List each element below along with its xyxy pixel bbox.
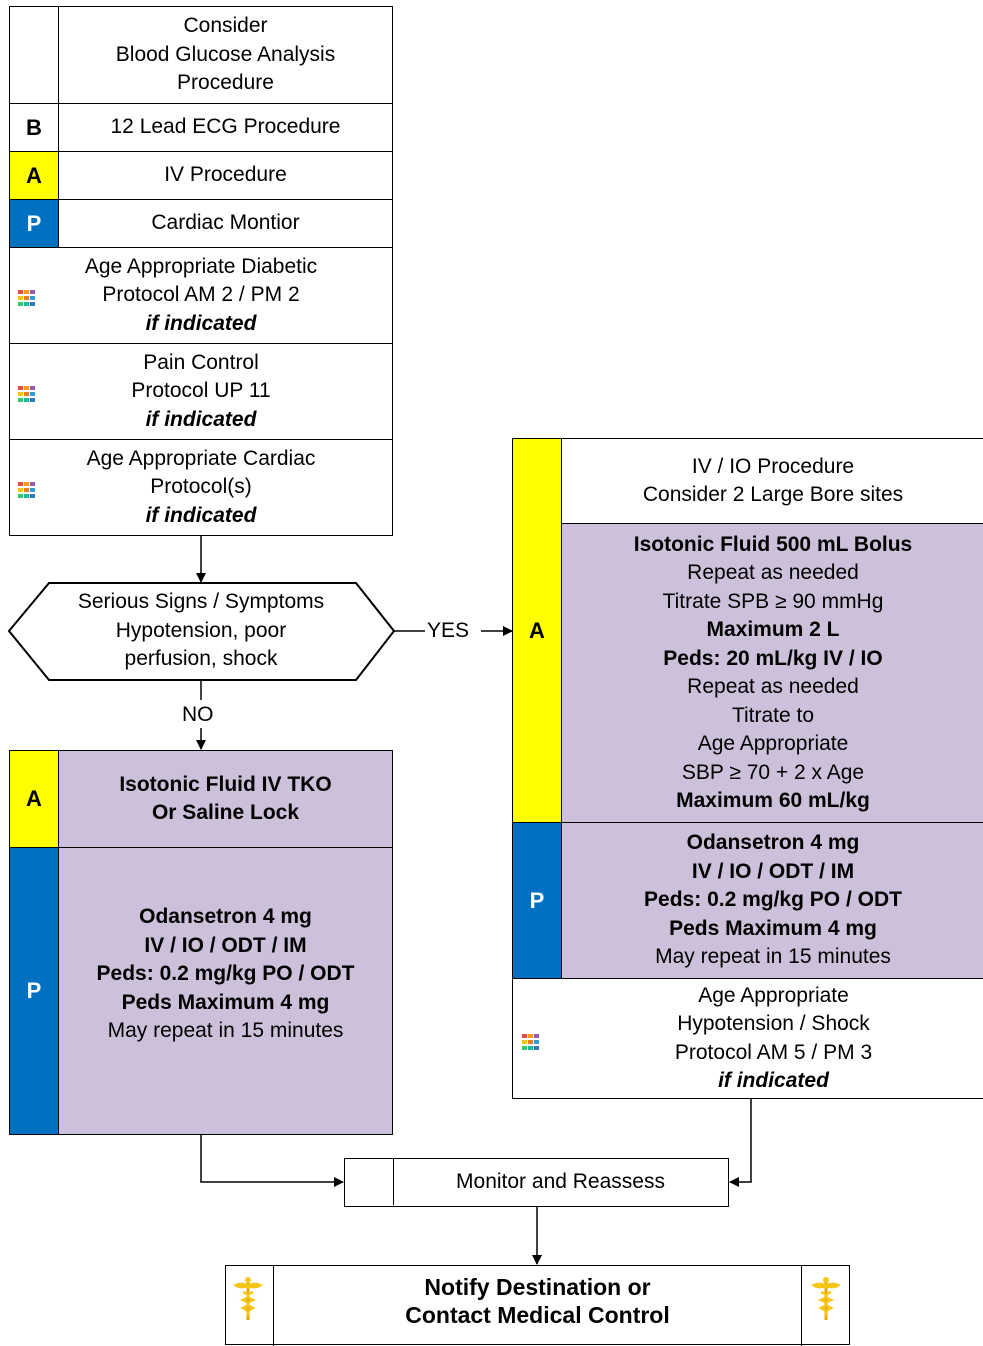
notify-text: Notify Destination or Contact Medical Co… bbox=[274, 1268, 801, 1334]
protocol-grid-icon bbox=[522, 1034, 539, 1050]
bolus-line-6: Repeat as needed bbox=[687, 675, 859, 698]
glucose-line-2: Blood Glucose Analysis bbox=[115, 42, 336, 66]
pain-line-1: Pain Control bbox=[143, 350, 259, 374]
protocol-grid-icon bbox=[18, 290, 35, 306]
pain-protocol[interactable]: Pain Control Protocol UP 11 if indicated bbox=[10, 344, 392, 439]
yes-label: YES bbox=[427, 619, 470, 643]
cardiac-line-1: Age Appropriate Cardiac bbox=[86, 446, 316, 470]
bolus-line-5: Peds: 20 mL/kg IV / IO bbox=[663, 646, 883, 670]
med-line-3: Peds: 0.2 mg/kg PO / ODT bbox=[644, 888, 902, 912]
pain-line-2: Protocol UP 11 bbox=[131, 379, 271, 403]
monitor-label: Cardiac Montior bbox=[151, 211, 300, 235]
decision-text: Serious Signs / Symptoms Hypotension, po… bbox=[40, 588, 362, 674]
level-a-badge: A bbox=[10, 152, 58, 199]
glucose-procedure: Consider Blood Glucose Analysis Procedur… bbox=[58, 7, 392, 103]
level-a-badge: A bbox=[10, 751, 58, 847]
bolus-line-1: Isotonic Fluid 500 mL Bolus bbox=[633, 532, 913, 556]
reassess-box: Monitor and Reassess bbox=[344, 1158, 729, 1207]
med-line-1: Odansetron 4 mg bbox=[686, 831, 860, 855]
shock-protocol[interactable]: Age Appropriate Hypotension / Shock Prot… bbox=[513, 979, 983, 1098]
protocol-grid-icon bbox=[18, 482, 35, 498]
med-line-4: Peds Maximum 4 mg bbox=[121, 990, 330, 1014]
med-line-3: Peds: 0.2 mg/kg PO / ODT bbox=[96, 962, 355, 985]
cardiac-note: if indicated bbox=[145, 503, 257, 527]
caduceus-icon bbox=[811, 1277, 841, 1320]
bolus-line-8: Age Appropriate bbox=[697, 732, 849, 755]
reassess-label: Monitor and Reassess bbox=[393, 1159, 727, 1205]
ecg-label: 12 Lead ECG Procedure bbox=[110, 115, 341, 139]
bolus-line-9: SBP ≥ 70 + 2 x Age bbox=[681, 760, 865, 784]
ecg-procedure: 12 Lead ECG Procedure bbox=[58, 104, 392, 151]
med-line-1: Odansetron 4 mg bbox=[139, 905, 312, 928]
shock-note: if indicated bbox=[718, 1069, 829, 1092]
med-line-2: IV / IO / ODT / IM bbox=[144, 933, 307, 957]
diabetic-line-2: Protocol AM 2 / PM 2 bbox=[102, 283, 300, 307]
bolus-line-3: Titrate SPB ≥ 90 mmHg bbox=[662, 589, 884, 613]
glucose-line-1: Consider bbox=[183, 14, 268, 38]
yes-branch-box: A IV / IO Procedure Consider 2 Large Bor… bbox=[512, 438, 983, 1099]
no-branch-odansetron: Odansetron 4 mg IV / IO / ODT / IM Peds:… bbox=[58, 848, 392, 1134]
reassess-text: Monitor and Reassess bbox=[456, 1169, 665, 1193]
level-p-badge: P bbox=[10, 200, 58, 247]
decision-shape bbox=[7, 582, 396, 681]
bolus-line-7: Titrate to bbox=[731, 703, 815, 727]
ivio-line-2: Consider 2 Large Bore sites bbox=[642, 483, 904, 506]
notify-line-1: Notify Destination or bbox=[424, 1273, 651, 1300]
arrow-no-to-reassess bbox=[200, 1135, 344, 1187]
notify-line-2: Contact Medical Control bbox=[405, 1302, 670, 1328]
level-a-badge: A bbox=[513, 439, 561, 822]
no-label: NO bbox=[182, 703, 214, 727]
yes-branch-fluid: Isotonic Fluid 500 mL Bolus Repeat as ne… bbox=[561, 524, 983, 822]
ivio-procedure: IV / IO Procedure Consider 2 Large Bore … bbox=[561, 439, 983, 523]
med-line-5: May repeat in 15 minutes bbox=[655, 945, 891, 969]
yes-branch-odansetron: Odansetron 4 mg IV / IO / ODT / IM Peds:… bbox=[561, 823, 983, 978]
diabetic-note: if indicated bbox=[145, 311, 257, 335]
no-branch-box: A Isotonic Fluid IV TKO Or Saline Lock P… bbox=[9, 750, 393, 1135]
level-p-badge: P bbox=[10, 848, 58, 1134]
ivio-line-1: IV / IO Procedure bbox=[691, 454, 855, 478]
iv-procedure: IV Procedure bbox=[58, 152, 392, 199]
shock-line-2: Hypotension / Shock bbox=[677, 1012, 870, 1035]
left-procedures-box: Consider Blood Glucose Analysis Procedur… bbox=[9, 6, 393, 536]
arrow-yes-to-reassess bbox=[729, 1098, 752, 1187]
med-line-5: May repeat in 15 minutes bbox=[107, 1019, 344, 1042]
diabetic-protocol[interactable]: Age Appropriate Diabetic Protocol AM 2 /… bbox=[10, 248, 392, 343]
iv-label: IV Procedure bbox=[164, 163, 287, 187]
med-line-4: Peds Maximum 4 mg bbox=[669, 916, 877, 940]
decision-line-3: perfusion, shock bbox=[124, 647, 278, 671]
decision-line-1: Serious Signs / Symptoms bbox=[77, 590, 325, 614]
bolus-line-10: Maximum 60 mL/kg bbox=[676, 789, 870, 812]
diabetic-line-1: Age Appropriate Diabetic bbox=[84, 254, 318, 278]
level-b-badge: B bbox=[10, 104, 58, 151]
level-p-badge: P bbox=[513, 823, 561, 978]
fluid-line-2: Or Saline Lock bbox=[151, 801, 300, 824]
notify-box: Notify Destination or Contact Medical Co… bbox=[225, 1265, 850, 1346]
pain-note: if indicated bbox=[145, 407, 257, 431]
cardiac-protocol[interactable]: Age Appropriate Cardiac Protocol(s) if i… bbox=[10, 440, 392, 535]
fluid-line-1: Isotonic Fluid IV TKO bbox=[119, 772, 332, 796]
decision-line-2: Hypotension, poor bbox=[115, 618, 287, 642]
cardiac-monitor: Cardiac Montior bbox=[58, 200, 392, 247]
shock-line-1: Age Appropriate bbox=[698, 983, 849, 1007]
shock-line-3: Protocol AM 5 / PM 3 bbox=[674, 1040, 873, 1064]
caduceus-icon bbox=[233, 1277, 263, 1320]
bolus-line-2: Repeat as needed bbox=[687, 561, 859, 584]
cardiac-line-2: Protocol(s) bbox=[150, 475, 252, 499]
no-branch-fluid: Isotonic Fluid IV TKO Or Saline Lock bbox=[58, 751, 392, 847]
med-line-2: IV / IO / ODT / IM bbox=[691, 859, 855, 883]
bolus-line-4: Maximum 2 L bbox=[706, 618, 840, 641]
protocol-grid-icon bbox=[18, 386, 35, 402]
glucose-line-3: Procedure bbox=[177, 71, 274, 95]
